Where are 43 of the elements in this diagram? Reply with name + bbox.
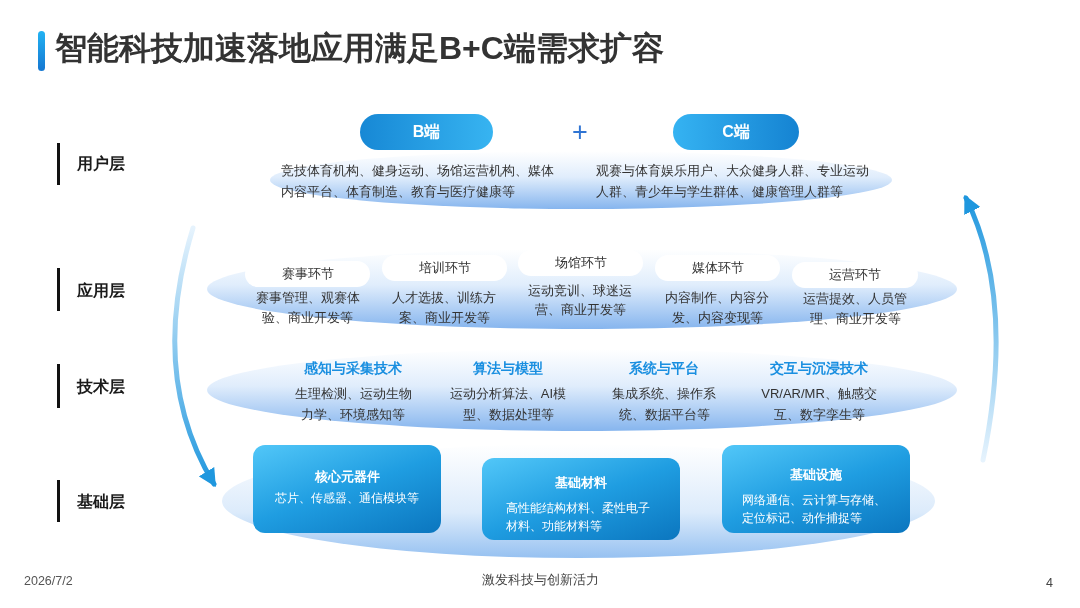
column-heading: 交互与沉浸技术 <box>770 359 868 378</box>
category-pill: 培训环节 <box>382 255 507 281</box>
description-text: 竞技体育机构、健身运动、场馆运营机构、媒体内容平台、体育制造、教育与医疗健康等 <box>281 161 556 201</box>
description-text: 集成系统、操作系统、数据平台等 <box>611 384 717 424</box>
card-heading: 基础设施 <box>790 466 842 484</box>
layer-label: 技术层 <box>77 376 125 397</box>
column-heading: 感知与采集技术 <box>304 359 402 378</box>
plus-sign: + <box>572 115 588 149</box>
slide-title: 智能科技加速落地应用满足B+C端需求扩容 <box>55 29 664 68</box>
category-pill: 场馆环节 <box>518 250 643 276</box>
category-pill: 运营环节 <box>792 262 918 288</box>
description-text: 赛事管理、观赛体验、商业开发等 <box>254 289 361 327</box>
description-text: 运动分析算法、AI模型、数据处理等 <box>448 384 568 424</box>
description-text: 观赛与体育娱乐用户、大众健身人群、专业运动人群、青少年与学生群体、健康管理人群等 <box>596 161 871 201</box>
layer-label: 用户层 <box>77 153 125 174</box>
page-number: 4 <box>1046 575 1053 591</box>
card-heading: 核心元器件 <box>314 468 380 486</box>
footer-text: 激发科技与创新活力 <box>481 572 599 588</box>
curved-arrow <box>963 194 999 463</box>
info-card <box>253 445 441 533</box>
description-text: VR/AR/MR、触感交互、数字孪生等 <box>760 384 878 424</box>
curved-arrow <box>172 225 217 488</box>
layer-label: 应用层 <box>77 280 125 301</box>
description-text: 运动竞训、球迷运营、商业开发等 <box>527 281 633 319</box>
category-pill: C端 <box>673 114 799 150</box>
layer-ellipse <box>222 444 935 558</box>
column-heading: 算法与模型 <box>473 359 543 378</box>
date-text: 2026/7/2 <box>24 573 73 589</box>
description-text: 运营提效、人员管理、商业开发等 <box>802 290 908 328</box>
layer-label: 基础层 <box>77 491 125 512</box>
card-heading: 基础材料 <box>555 474 607 492</box>
column-heading: 系统与平台 <box>629 359 699 378</box>
category-pill: 媒体环节 <box>655 255 780 281</box>
card-text: 芯片、传感器、通信模块等 <box>275 490 419 507</box>
info-card <box>722 445 910 533</box>
card-text: 网络通信、云计算与存储、定位标记、动作捕捉等 <box>742 492 887 527</box>
category-pill: B端 <box>360 114 493 150</box>
description-text: 人才选拔、训练方案、商业开发等 <box>391 289 497 327</box>
description-text: 生理检测、运动生物力学、环境感知等 <box>293 384 413 424</box>
info-card <box>482 458 680 540</box>
card-text: 高性能结构材料、柔性电子材料、功能材料等 <box>506 500 651 535</box>
description-text: 内容制作、内容分发、内容变现等 <box>664 289 770 327</box>
category-pill: 赛事环节 <box>245 261 370 287</box>
